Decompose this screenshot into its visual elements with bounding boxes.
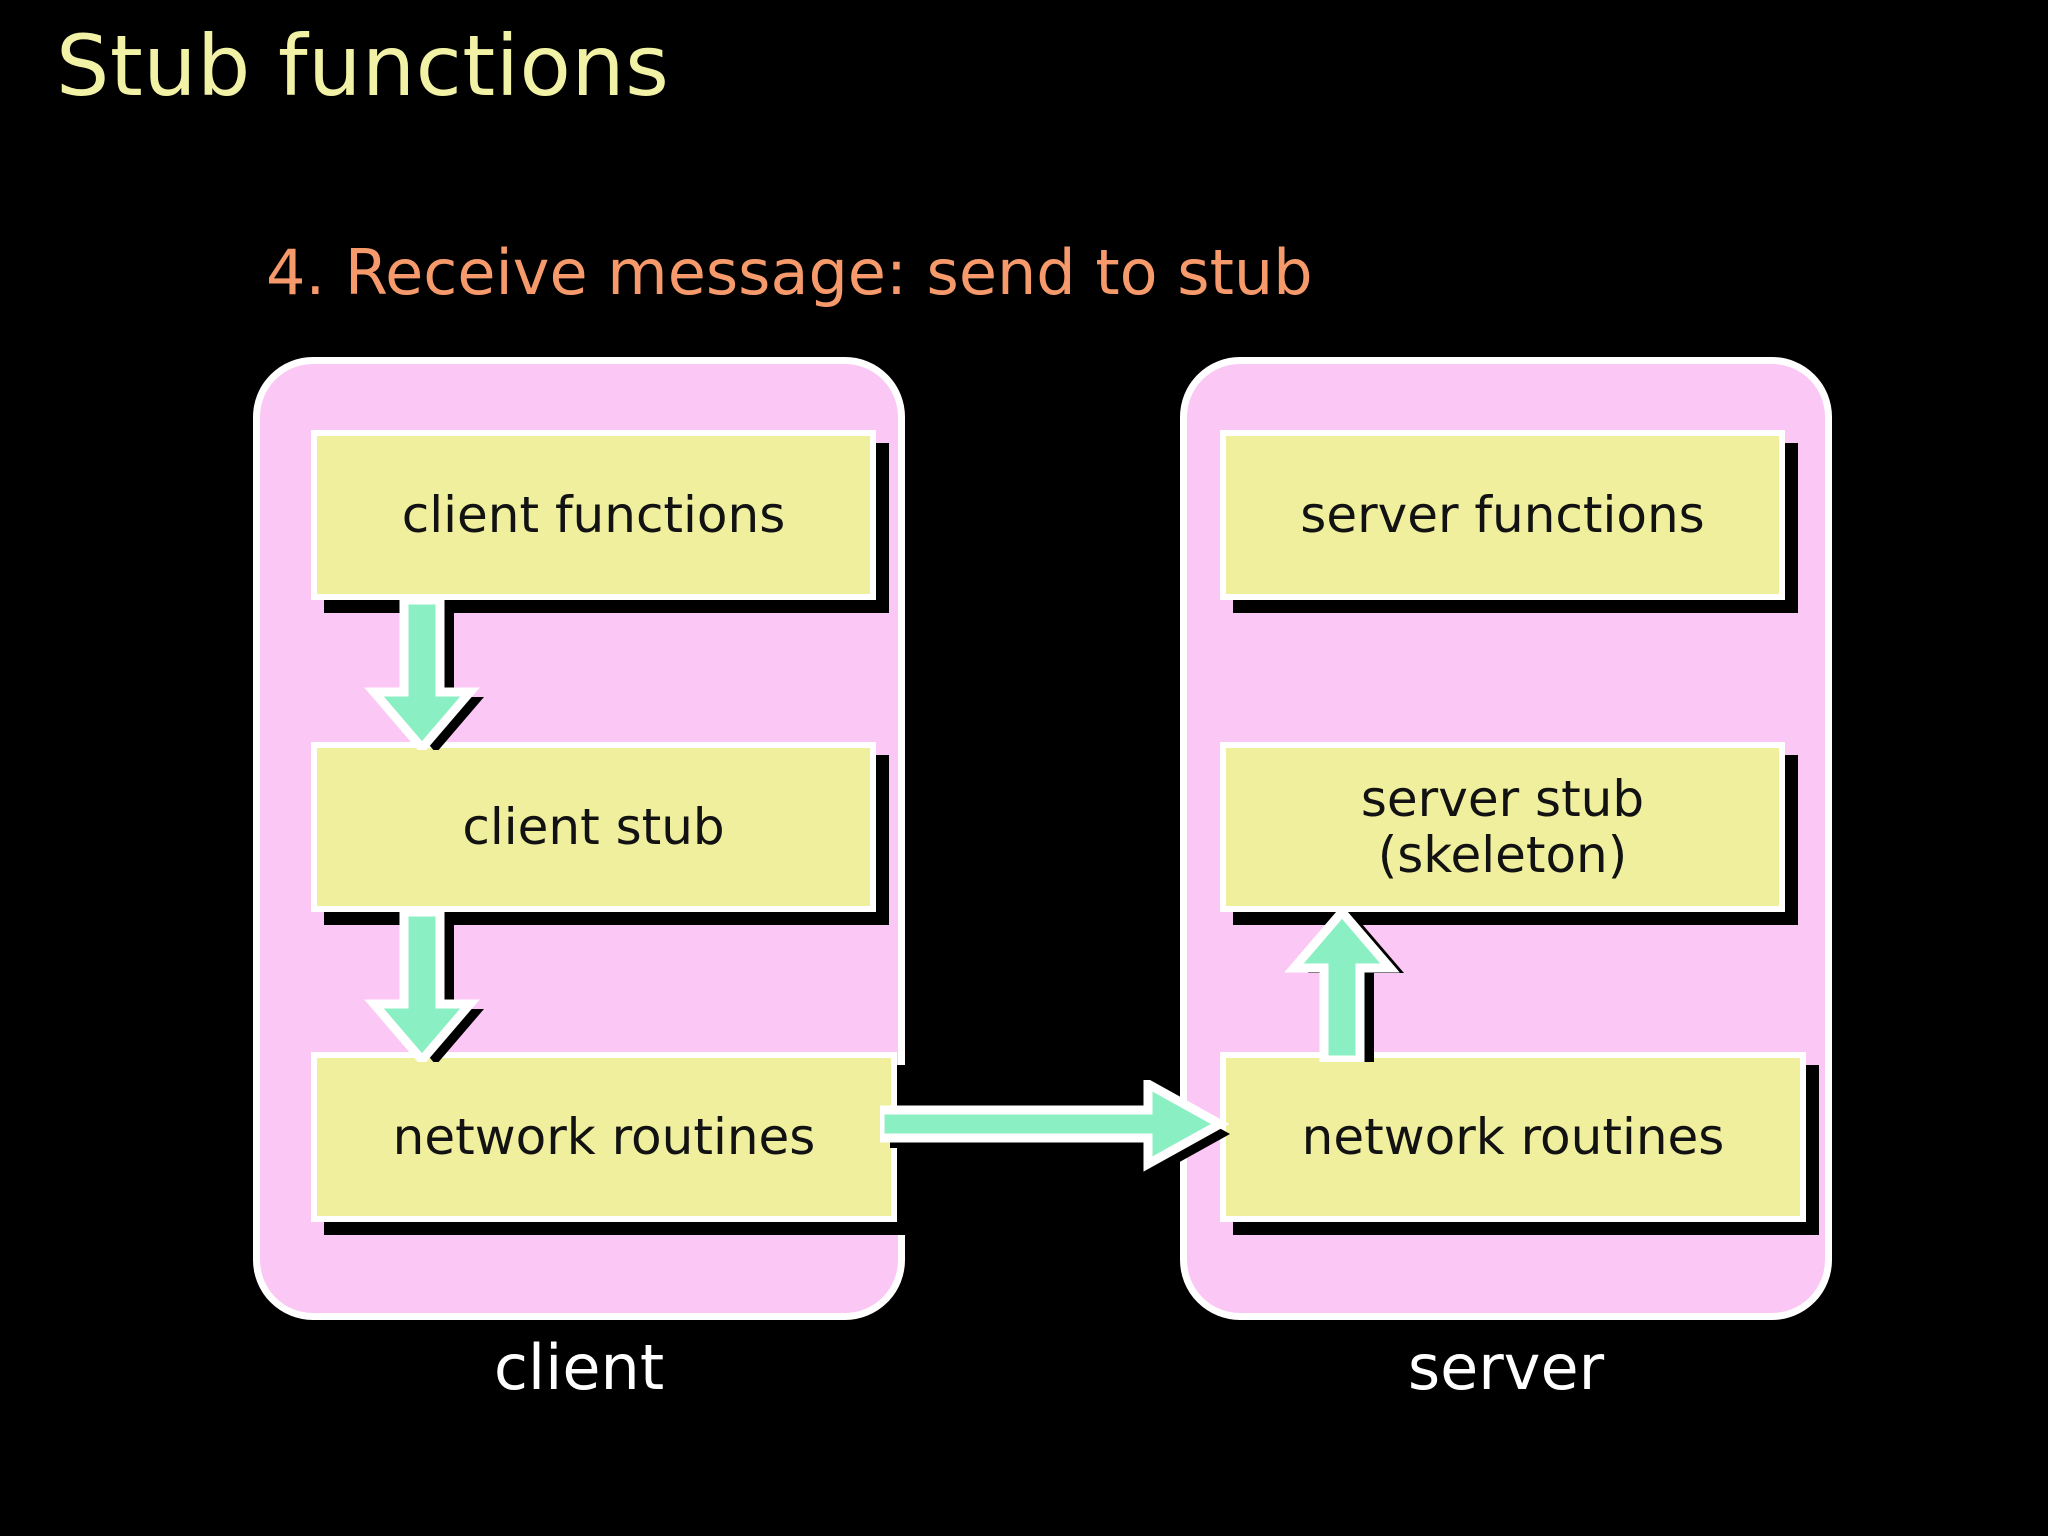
arrow-server-network-to-server-stub: [1280, 905, 1410, 1065]
box-client-stub: client stub: [311, 742, 876, 912]
arrow-client-network-to-server-network: [875, 1076, 1230, 1200]
slide-subtitle: 4. Receive message: send to stub: [266, 236, 1313, 309]
box-server-stub-skeleton: server stub (skeleton): [1220, 742, 1785, 912]
client-panel-label: client: [493, 1331, 665, 1404]
box-server-network-routines: network routines: [1220, 1052, 1806, 1222]
page-title: Stub functions: [56, 17, 670, 115]
arrow-client-functions-to-client-stub: [360, 595, 490, 755]
server-panel-label: server: [1407, 1331, 1605, 1404]
arrow-client-stub-to-client-network: [360, 907, 490, 1067]
box-server-functions: server functions: [1220, 430, 1785, 600]
box-client-network-routines: network routines: [311, 1052, 897, 1222]
box-client-functions: client functions: [311, 430, 876, 600]
